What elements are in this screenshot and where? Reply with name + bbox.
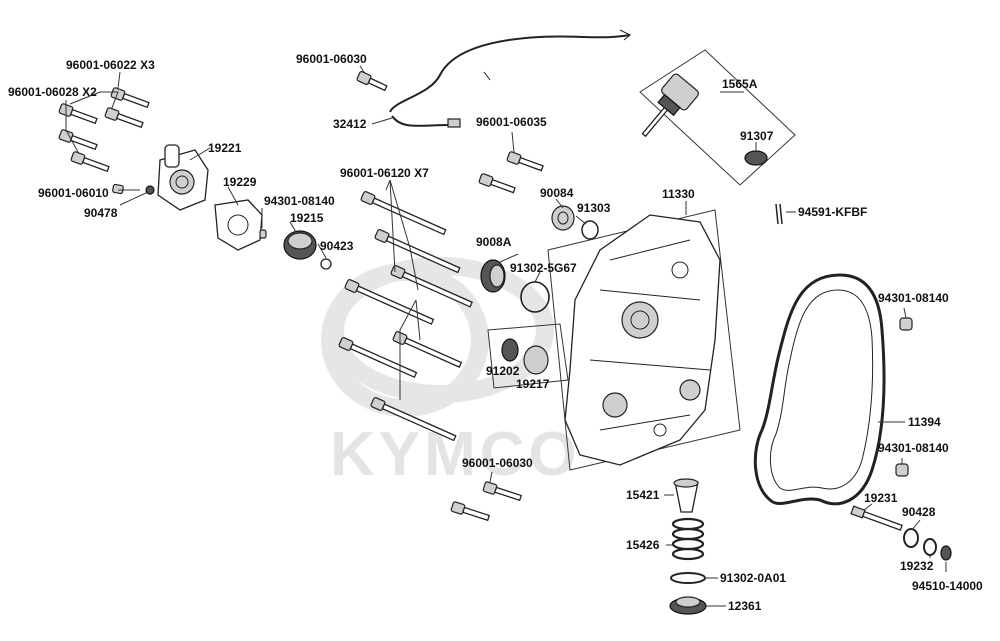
water-pump-cover [157, 144, 209, 211]
washer-90423 [320, 258, 332, 270]
label-96001-06120: 96001-06120 X7 [340, 166, 429, 180]
label-96001-06022: 96001-06022 X3 [66, 58, 155, 72]
bolt-top [356, 70, 388, 92]
watermark-text: KYMCO [330, 420, 581, 489]
spring-15426 [671, 517, 705, 561]
oring-91303 [581, 220, 599, 240]
seal-9008A [480, 259, 506, 293]
label-19231: 19231 [864, 491, 898, 505]
label-1565A: 1565A [722, 77, 758, 91]
label-19215: 19215 [290, 211, 324, 225]
label-90423: 90423 [320, 239, 354, 253]
label-96001-06035: 96001-06035 [476, 115, 547, 129]
seal-90084 [551, 205, 575, 231]
label-91202: 91202 [486, 364, 520, 378]
dowel-pin-left [259, 229, 267, 239]
label-90084: 90084 [540, 186, 574, 200]
washer-19232 [923, 538, 937, 556]
oil-strainer-15421 [673, 478, 699, 513]
circlip-94510 [940, 545, 952, 561]
bolts-06035 [478, 151, 544, 194]
bearing-group-box [487, 323, 569, 389]
dowel-pin-right-lower [895, 463, 909, 477]
label-19217: 19217 [516, 377, 550, 391]
label-9008A: 9008A [476, 235, 512, 249]
label-91302-0A01: 91302-0A01 [720, 571, 786, 585]
label-15426: 15426 [626, 538, 660, 552]
crankcase-cover-11330 [547, 209, 741, 471]
gasket-19229 [214, 199, 263, 251]
label-96001-06028: 96001-06028 X2 [8, 85, 97, 99]
watermark-logo: KYMCO [321, 257, 581, 489]
clip-94591 [775, 203, 783, 225]
bolt-group-left [58, 87, 150, 195]
pump-shaft-19231 [850, 505, 903, 531]
label-96001-06010: 96001-06010 [38, 186, 109, 200]
label-15421: 15421 [626, 488, 660, 502]
label-94301-08140-a: 94301-08140 [264, 194, 335, 208]
label-94301-08140-b: 94301-08140 [878, 291, 949, 305]
impeller-19215 [283, 230, 317, 260]
dowel-pin-right-upper [899, 317, 913, 331]
label-19232: 19232 [900, 559, 934, 573]
label-19229: 19229 [223, 175, 257, 189]
label-12361: 12361 [728, 599, 762, 613]
label-91307: 91307 [740, 129, 774, 143]
label-90478: 90478 [84, 206, 118, 220]
label-90428: 90428 [902, 505, 936, 519]
label-32412: 32412 [333, 117, 367, 131]
gasket-11394 [753, 273, 886, 506]
washer-90428 [903, 528, 919, 548]
bolts-bottom [450, 481, 523, 522]
label-11330: 11330 [662, 187, 695, 201]
label-19221: 19221 [208, 141, 242, 155]
leader-lines [65, 65, 947, 607]
label-91302-5G67: 91302-5G67 [510, 261, 577, 275]
cable-32412 [389, 29, 631, 128]
label-11394: 11394 [908, 415, 941, 429]
label-96001-06030-a: 96001-06030 [296, 52, 367, 66]
drain-plug-12361 [669, 596, 707, 615]
label-94301-08140-c: 94301-08140 [878, 441, 949, 455]
oring-91302-0A01 [670, 572, 706, 584]
label-94591-KFBF: 94591-KFBF [798, 205, 867, 219]
label-91303: 91303 [577, 201, 611, 215]
oil-dipstick-1565A [639, 49, 796, 186]
label-96001-06030-b: 96001-06030 [462, 456, 533, 470]
oring-91307 [744, 150, 768, 166]
part-labels: 96001-06022 X3 96001-06028 X2 96001-0601… [8, 52, 983, 613]
label-94510-14000: 94510-14000 [912, 579, 983, 593]
